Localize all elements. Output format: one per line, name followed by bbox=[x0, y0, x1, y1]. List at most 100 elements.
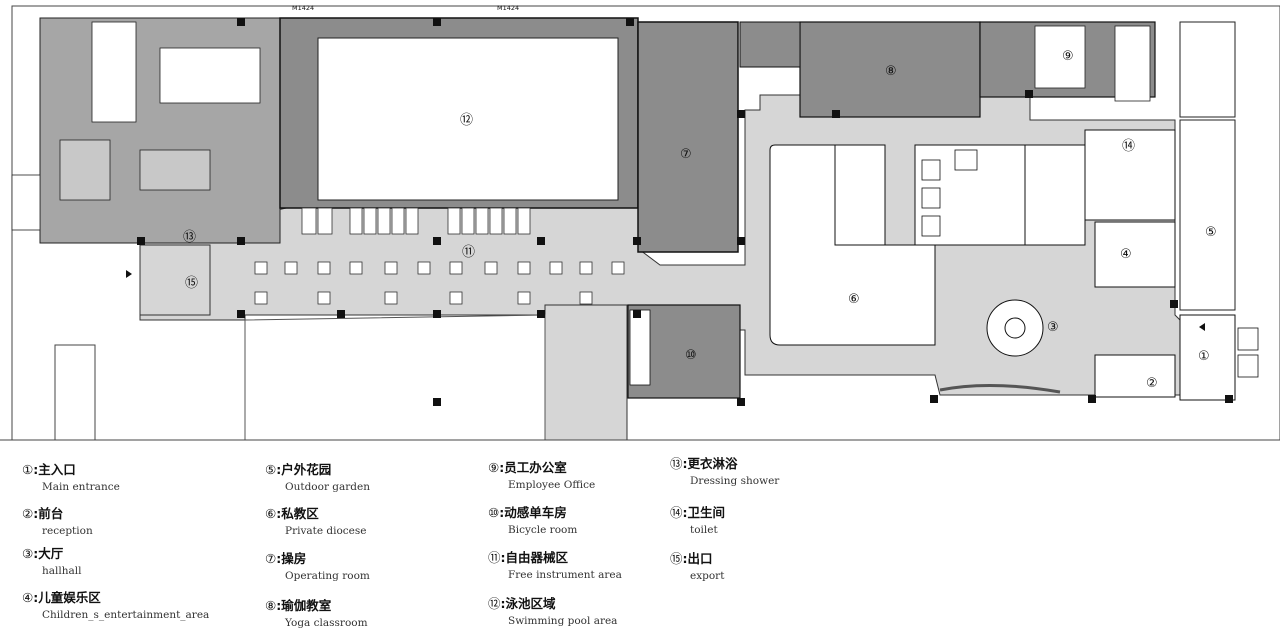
locker bbox=[317, 207, 333, 235]
label-hall: ③ bbox=[1047, 320, 1059, 335]
reception-desk bbox=[1094, 354, 1176, 398]
legend-item: ⑭:卫生间 toilet bbox=[670, 505, 726, 536]
locker bbox=[517, 207, 531, 235]
equipment bbox=[611, 261, 625, 275]
label-outdoor-garden: ⑤ bbox=[1205, 225, 1217, 240]
label-children-area: ④ bbox=[1120, 247, 1132, 262]
free-weights-equipment bbox=[254, 261, 625, 305]
column bbox=[433, 398, 441, 406]
legend-item: ⑮:出口 export bbox=[670, 551, 725, 582]
equipment bbox=[384, 291, 398, 305]
core-stair bbox=[1024, 144, 1086, 246]
column bbox=[337, 310, 345, 318]
locker bbox=[461, 207, 475, 235]
outdoor-garden bbox=[1179, 119, 1236, 311]
lounge-area bbox=[1179, 21, 1236, 118]
equipment bbox=[317, 261, 331, 275]
legend-item: ⑬:更衣淋浴 Dressing shower bbox=[670, 456, 780, 487]
locker bbox=[447, 207, 461, 235]
column bbox=[1025, 90, 1033, 98]
locker bbox=[503, 207, 517, 235]
label-dressing-shower: ⑬ bbox=[183, 230, 196, 245]
column bbox=[237, 237, 245, 245]
legend-item: ⑨:员工办公室 Employee Office bbox=[488, 460, 596, 491]
dressing-lockers-a bbox=[91, 21, 137, 123]
legend-item: ⑧:瑜伽教室 Yoga classroom bbox=[265, 598, 368, 629]
legend-item: ⑫:泳池区域 Swimming pool area bbox=[488, 596, 618, 627]
locker bbox=[363, 207, 377, 235]
dressing-bench-a bbox=[59, 139, 111, 201]
dressing-bench-b bbox=[139, 149, 211, 191]
column bbox=[626, 18, 634, 26]
column bbox=[737, 110, 745, 118]
bicycle-stage bbox=[629, 309, 651, 386]
label-export: ⑮ bbox=[185, 276, 198, 291]
core-left bbox=[834, 144, 886, 246]
locker-row bbox=[301, 207, 531, 235]
label-toilet: ⑭ bbox=[1122, 139, 1135, 154]
column bbox=[433, 310, 441, 318]
column bbox=[433, 237, 441, 245]
elevator-4 bbox=[954, 149, 978, 171]
equipment bbox=[579, 261, 593, 275]
legend-item: ④:儿童娱乐区 Children_s_entertainment_area bbox=[22, 590, 210, 621]
yoga-classroom bbox=[799, 21, 981, 118]
locker bbox=[475, 207, 489, 235]
equipment bbox=[254, 261, 268, 275]
label-main-entrance: ① bbox=[1198, 349, 1210, 364]
legend-item: ⑩:动感单车房 Bicycle room bbox=[488, 505, 578, 536]
legend-item: ③:大厅 hallhall bbox=[22, 546, 82, 577]
export-zone bbox=[139, 244, 211, 316]
equipment bbox=[517, 291, 531, 305]
column bbox=[137, 237, 145, 245]
hall-planter bbox=[939, 383, 1061, 394]
column bbox=[1088, 395, 1096, 403]
export-arrow-icon bbox=[126, 270, 132, 278]
column bbox=[1225, 395, 1233, 403]
dressing-lockers-b bbox=[159, 47, 261, 104]
elevator-3 bbox=[921, 215, 941, 237]
equipment bbox=[384, 261, 398, 275]
office-desk-area bbox=[1034, 25, 1086, 89]
elevator-2 bbox=[921, 187, 941, 209]
column bbox=[737, 237, 745, 245]
elevator-1 bbox=[921, 159, 941, 181]
label-private-diocese: ⑥ bbox=[848, 292, 860, 307]
main-entrance-zone bbox=[1179, 314, 1236, 401]
column bbox=[930, 395, 938, 403]
lower-building-a bbox=[244, 314, 546, 441]
hall-feature-inner bbox=[1004, 317, 1026, 339]
label-reception: ② bbox=[1146, 376, 1158, 391]
equipment bbox=[449, 291, 463, 305]
legend-item: ⑪:自由器械区 Free instrument area bbox=[488, 550, 622, 581]
yoga-side-rooms bbox=[739, 21, 801, 68]
locker bbox=[489, 207, 503, 235]
column bbox=[633, 310, 641, 318]
locker bbox=[301, 207, 317, 235]
legend-item: ⑤:户外花园 Outdoor garden bbox=[265, 462, 371, 493]
column bbox=[832, 110, 840, 118]
legend-item: ②:前台 reception bbox=[22, 506, 93, 537]
equipment bbox=[417, 261, 431, 275]
entrance-elevator-b bbox=[1237, 354, 1259, 378]
equipment bbox=[449, 261, 463, 275]
column bbox=[237, 310, 245, 318]
column bbox=[1170, 300, 1178, 308]
locker bbox=[405, 207, 419, 235]
label-bicycle-room: ⑩ bbox=[685, 348, 697, 363]
operating-room bbox=[637, 21, 739, 253]
floor-plan: M1424 M1424 ① ② ③ ④ ⑤ ⑥ ⑦ ⑧ ⑨ ⑩ ⑪ ⑫ ⑬ ⑭ … bbox=[0, 4, 1280, 441]
column bbox=[237, 18, 245, 26]
entrance-arrow-icon bbox=[1199, 323, 1205, 331]
locker bbox=[349, 207, 363, 235]
label-yoga-classroom: ⑧ bbox=[885, 64, 897, 79]
legend-item: ⑦:操房 Operating room bbox=[265, 551, 370, 582]
equipment bbox=[579, 291, 593, 305]
equipment bbox=[517, 261, 531, 275]
wall-tag: M1424 bbox=[497, 4, 519, 12]
equipment bbox=[317, 291, 331, 305]
office-desk-area-2 bbox=[1114, 25, 1151, 102]
legend: ①:主入口 Main entrance ②:前台 reception ③:大厅 … bbox=[0, 445, 1280, 638]
equipment bbox=[484, 261, 498, 275]
children-area bbox=[1094, 221, 1176, 288]
